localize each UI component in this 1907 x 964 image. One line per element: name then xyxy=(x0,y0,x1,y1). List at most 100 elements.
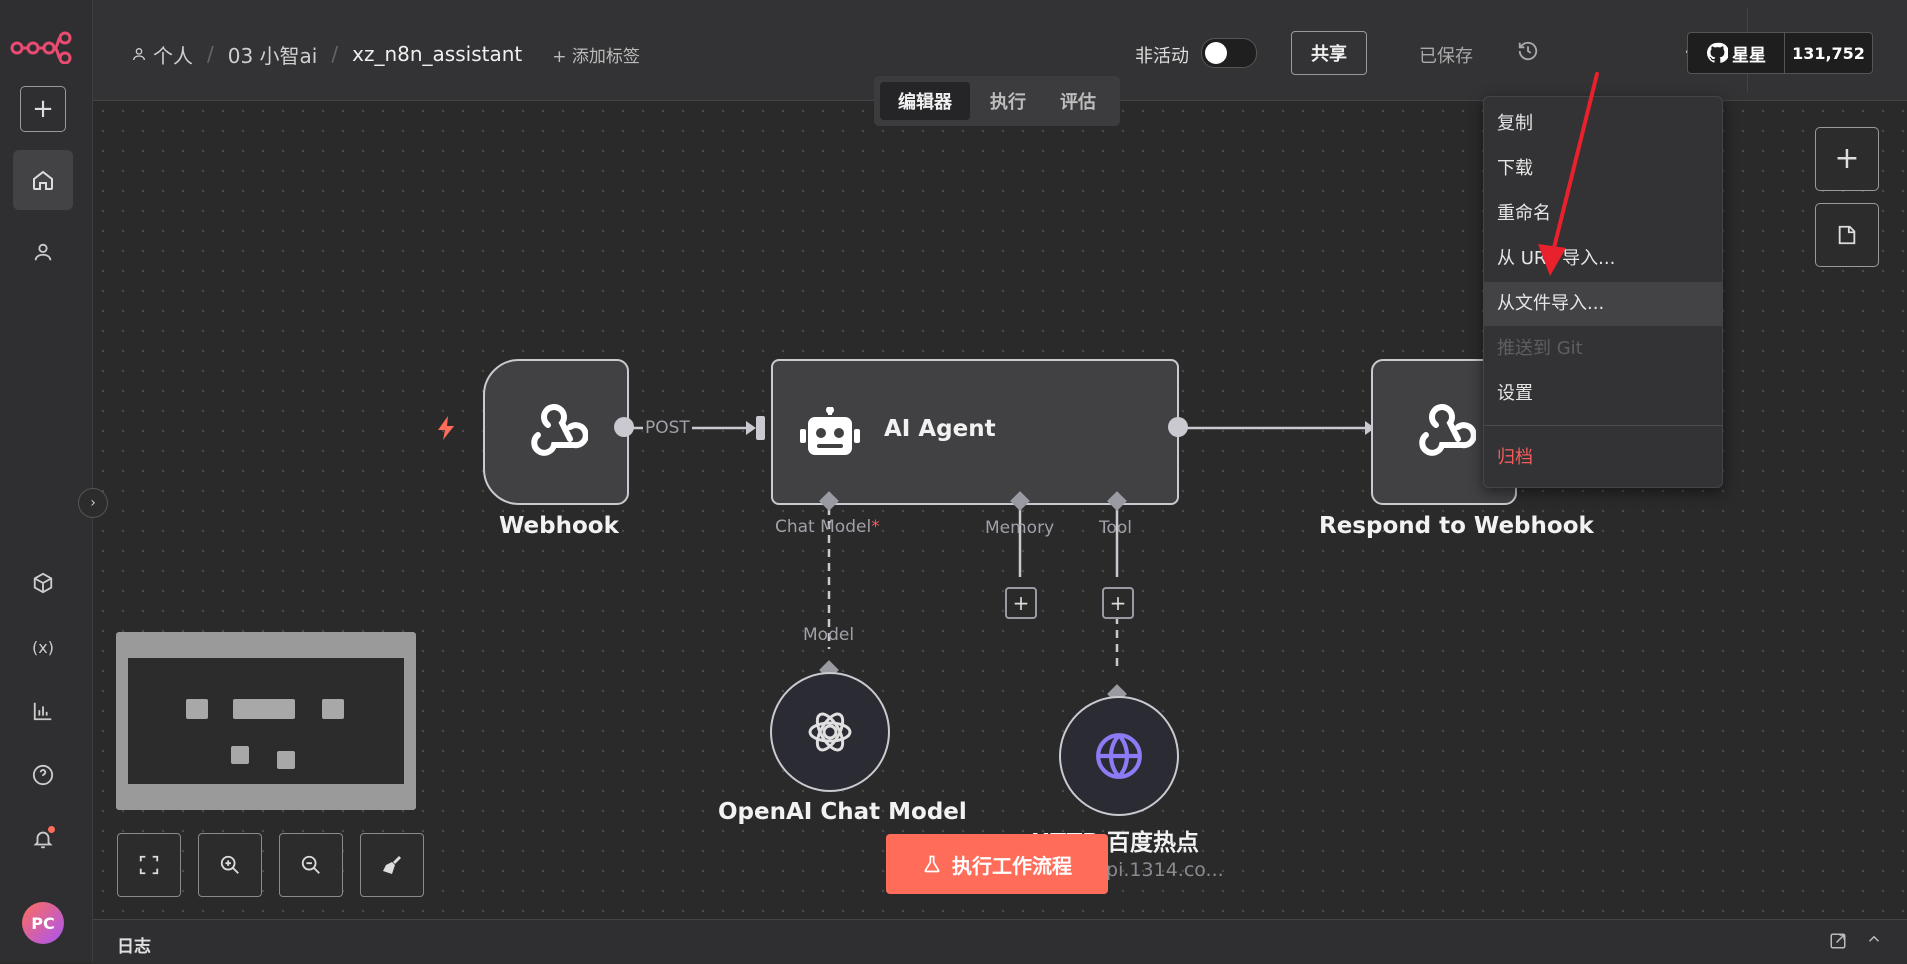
sticky-note-icon xyxy=(1838,225,1856,245)
required-marker: * xyxy=(871,517,880,537)
add-node-button[interactable]: + xyxy=(1815,127,1879,191)
webhook-icon xyxy=(1419,404,1476,456)
user-icon xyxy=(133,48,145,61)
flask-icon xyxy=(924,855,940,873)
minimap-node xyxy=(233,699,295,719)
chat-model-connection-label: Chat Model* xyxy=(775,517,880,537)
broom-icon xyxy=(383,856,401,874)
sidebar-item-insights[interactable] xyxy=(26,694,60,728)
breadcrumb-separator: / xyxy=(331,42,339,66)
menu-divider xyxy=(1484,425,1722,426)
expand-sidebar-button[interactable]: › xyxy=(78,488,108,518)
menu-item-archive[interactable]: 归档 xyxy=(1497,447,1533,468)
plus-icon: + xyxy=(1109,591,1127,615)
plus-icon: + xyxy=(1834,141,1860,176)
menu-item-duplicate[interactable]: 复制 xyxy=(1497,113,1533,134)
add-tag-button[interactable]: + 添加标签 xyxy=(552,46,640,67)
tab-executions[interactable]: 执行 xyxy=(990,92,1026,113)
add-sticky-note-button[interactable] xyxy=(1815,203,1879,267)
sidebar-item-notifications[interactable] xyxy=(26,822,60,856)
bell-icon xyxy=(33,831,53,849)
help-icon xyxy=(32,764,54,786)
openai-node-label: OpenAI Chat Model xyxy=(718,799,967,825)
zoom-out-icon xyxy=(301,855,320,874)
share-button[interactable]: 共享 xyxy=(1291,31,1367,75)
sidebar-item-templates[interactable] xyxy=(26,566,60,600)
minimap-node xyxy=(277,751,295,769)
menu-item-import-url[interactable]: 从 URL 导入... xyxy=(1497,248,1616,269)
log-panel-bar[interactable]: 日志 xyxy=(93,919,1907,964)
user-icon xyxy=(34,243,52,261)
minimap-node xyxy=(186,699,208,719)
sidebar-item-user[interactable] xyxy=(26,235,60,269)
github-stars[interactable]: 星星 131,752 xyxy=(1687,32,1873,74)
n8n-logo[interactable] xyxy=(10,30,72,65)
box-icon xyxy=(33,572,53,594)
post-connection-label: POST xyxy=(643,418,692,438)
memory-connection-label: Memory xyxy=(985,518,1055,538)
breadcrumb-separator: / xyxy=(207,42,214,66)
menu-item-download[interactable]: 下载 xyxy=(1497,158,1533,179)
menu-item-rename[interactable]: 重命名 xyxy=(1497,203,1551,224)
fit-view-icon xyxy=(139,855,159,875)
menu-item-import-file[interactable]: 从文件导入... xyxy=(1484,282,1722,326)
history-icon xyxy=(1518,41,1538,61)
sidebar-item-variables[interactable]: (x) xyxy=(26,630,60,664)
saved-status: 已保存 xyxy=(1419,46,1473,67)
ai-agent-input-handle[interactable] xyxy=(756,416,765,440)
ai-agent-output-handle[interactable] xyxy=(1168,417,1188,437)
sidebar-item-home[interactable] xyxy=(13,150,73,210)
avatar[interactable]: PC xyxy=(22,902,64,944)
webhook-output-handle[interactable] xyxy=(614,417,634,437)
history-button[interactable] xyxy=(1517,40,1541,64)
github-star-count: 131,752 xyxy=(1792,43,1865,63)
globe-icon xyxy=(1096,733,1142,779)
webhook-icon xyxy=(531,404,588,456)
webhook-node[interactable] xyxy=(483,359,629,505)
minimap-node xyxy=(322,699,344,719)
connections-layer xyxy=(625,421,1375,671)
zoom-in-button[interactable] xyxy=(198,833,262,897)
tab-editor[interactable]: 编辑器 xyxy=(880,82,970,120)
chevron-up-icon xyxy=(1868,935,1880,942)
execute-workflow-button[interactable]: 执行工作流程 xyxy=(886,834,1108,894)
minimap[interactable] xyxy=(116,632,416,810)
plus-icon: + xyxy=(1012,591,1030,615)
zoom-out-button[interactable] xyxy=(279,833,343,897)
home-icon xyxy=(33,170,53,190)
toggle-knob xyxy=(1205,42,1227,64)
workflow-canvas[interactable]: POST Webhook AI Agent Chat Model* Memory… xyxy=(93,101,1907,919)
minimap-node xyxy=(231,746,249,764)
add-memory-button[interactable]: + xyxy=(1005,587,1037,619)
fit-view-button[interactable] xyxy=(117,833,181,897)
expand-log-button[interactable] xyxy=(1865,930,1885,950)
log-panel-title: 日志 xyxy=(117,937,151,957)
pop-out-button[interactable] xyxy=(1829,932,1849,952)
menu-item-settings[interactable]: 设置 xyxy=(1497,383,1533,404)
breadcrumb-project[interactable]: 03 小智ai xyxy=(227,43,318,68)
view-tabs: 编辑器 执行 评估 xyxy=(874,76,1120,126)
external-link-icon xyxy=(1830,933,1846,949)
active-status-label: 非活动 xyxy=(1135,46,1189,67)
add-tool-button[interactable]: + xyxy=(1102,587,1134,619)
openai-chat-model-node[interactable] xyxy=(770,672,890,792)
chevron-right-icon: › xyxy=(90,495,96,511)
bar-chart-icon xyxy=(33,702,52,721)
breadcrumb-owner[interactable]: 个人 xyxy=(153,43,193,68)
notification-dot xyxy=(48,826,55,833)
execute-workflow-label: 执行工作流程 xyxy=(952,853,1072,878)
breadcrumb: 个人 / 03 小智ai / xz_n8n_assistant + 添加标签 xyxy=(131,40,640,68)
tidy-up-button[interactable] xyxy=(360,833,424,897)
active-toggle[interactable] xyxy=(1201,38,1257,68)
tool-connection-label: Tool xyxy=(1099,518,1133,538)
workflow-options-menu: 复制 下载 重命名 从 URL 导入... 从文件导入... 推送到 Git 设… xyxy=(1483,96,1723,488)
add-button[interactable]: + xyxy=(20,86,66,132)
ai-agent-node[interactable]: AI Agent xyxy=(771,359,1179,505)
tab-evaluations[interactable]: 评估 xyxy=(1060,92,1096,113)
http-request-node[interactable] xyxy=(1059,696,1179,816)
webhook-node-label: Webhook xyxy=(499,513,619,539)
workflow-name[interactable]: xz_n8n_assistant xyxy=(352,42,523,66)
sidebar-item-help[interactable] xyxy=(26,758,60,792)
zoom-in-icon xyxy=(220,855,239,874)
robot-icon xyxy=(800,407,860,455)
